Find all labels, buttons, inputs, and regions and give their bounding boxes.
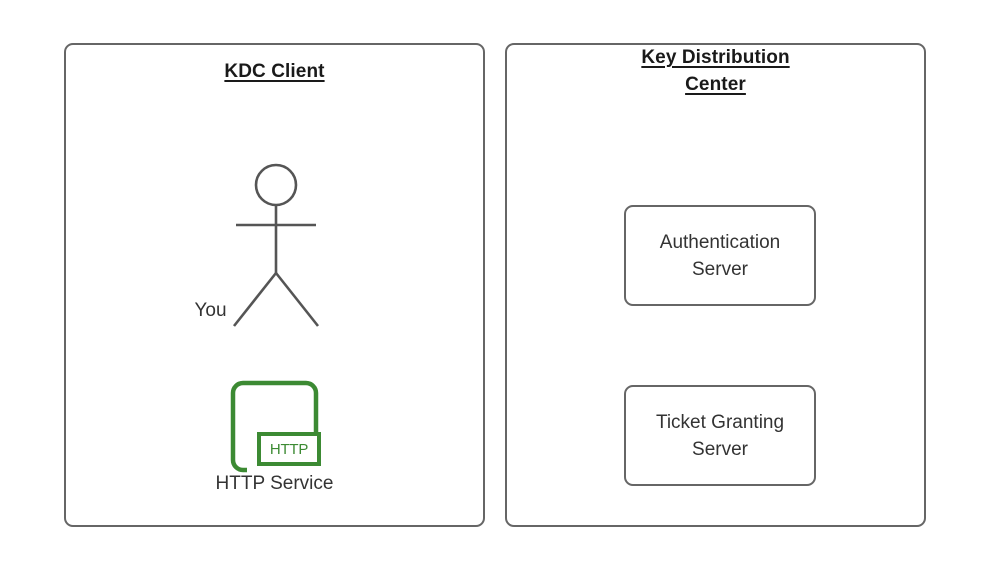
authentication-server-line2: Server (692, 258, 748, 280)
ticket-granting-server-label: Ticket Granting Server (646, 409, 794, 463)
http-service-icon (230, 380, 321, 473)
ticket-granting-server-line1: Ticket Granting (655, 411, 785, 433)
http-service-label: HTTP Service (215, 473, 334, 494)
panel-kdc-title: Key Distribution Center (505, 44, 926, 98)
panel-kdc-client-title-text: KDC Client (224, 61, 325, 82)
authentication-server-line1: Authentication (659, 231, 781, 253)
stick-figure-icon (232, 163, 320, 327)
actor-label: You (194, 300, 227, 321)
ticket-granting-server-box[interactable]: Ticket Granting Server (624, 385, 816, 486)
ticket-granting-server-line2: Server (692, 438, 748, 460)
panel-kdc-title-line2: Center (685, 74, 746, 95)
authentication-server-label: Authentication Server (650, 229, 790, 283)
panel-kdc-client-title: KDC Client (64, 58, 485, 85)
authentication-server-box[interactable]: Authentication Server (624, 205, 816, 306)
panel-kdc-title-line1: Key Distribution (641, 47, 790, 68)
